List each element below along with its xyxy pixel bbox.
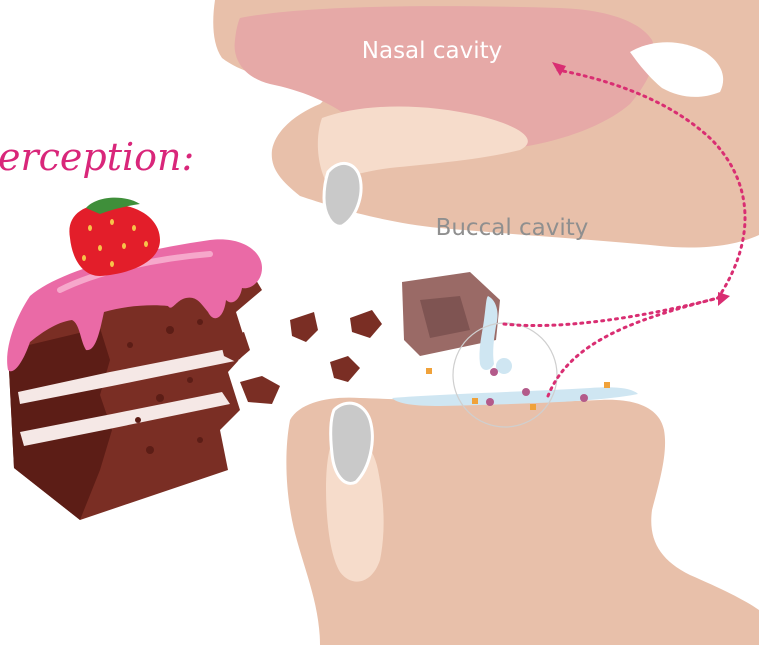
cake-crumbs xyxy=(220,310,382,404)
crumb xyxy=(330,356,360,382)
buccal-cavity-label: Buccal cavity xyxy=(436,215,589,241)
nasal-cavity-label: Nasal cavity xyxy=(362,38,502,64)
crumb xyxy=(290,312,318,342)
molecule xyxy=(426,368,432,374)
saliva-drop xyxy=(496,358,512,374)
crumb xyxy=(350,310,382,338)
molecule xyxy=(486,398,494,406)
upper-tooth xyxy=(324,163,361,226)
crumb xyxy=(240,376,280,404)
arrow-head-buccal xyxy=(718,292,730,306)
molecule-path xyxy=(504,298,718,326)
cake-piece-in-mouth xyxy=(402,272,512,374)
cake-slice xyxy=(7,198,262,520)
buccal-path xyxy=(548,298,718,396)
perception-title: erception: xyxy=(0,135,194,179)
lower-head xyxy=(286,387,759,645)
molecule xyxy=(530,404,536,410)
molecule xyxy=(604,382,610,388)
molecule xyxy=(490,368,498,376)
molecule xyxy=(472,398,478,404)
molecule xyxy=(580,394,588,402)
molecule xyxy=(522,388,530,396)
